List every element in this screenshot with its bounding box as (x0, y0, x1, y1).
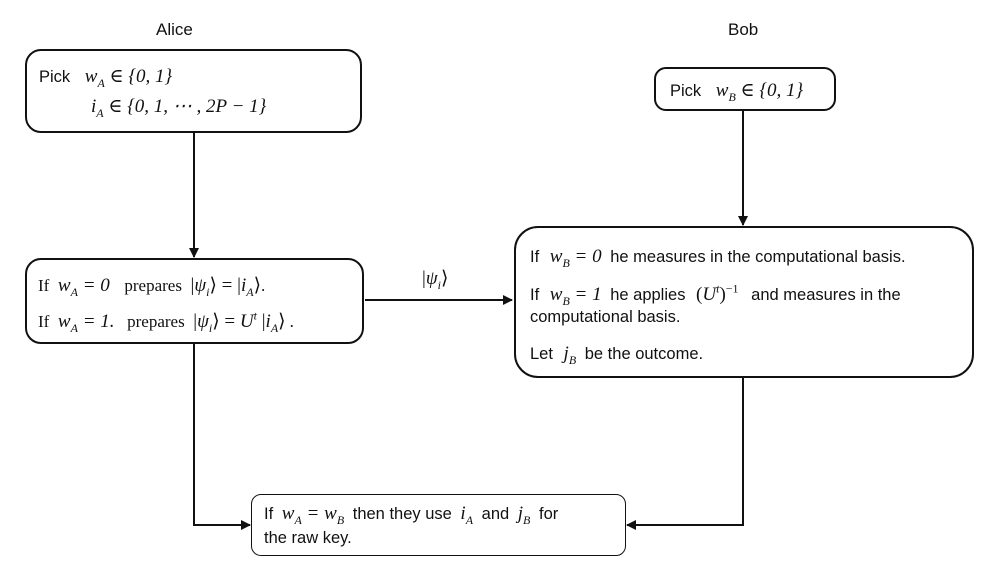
raw-key-text-a: then they use (352, 505, 452, 523)
bob-pick-label: Pick (670, 82, 702, 100)
bob-pick-wb-math: wB ∈ {0, 1} (715, 80, 804, 104)
alice-prepare-if-2: If (38, 312, 50, 331)
alice-prepare-line-1: If wA = 0 prepares |ψi⟩ = |iA⟩. (38, 274, 266, 299)
bob-pick-line-1: Pick wB ∈ {0, 1} (670, 79, 804, 104)
raw-key-text-2: the raw key. (264, 529, 352, 547)
alice-prepare-math-2: |ψi⟩ = Ut |iA⟩ (193, 308, 286, 335)
lane-title-alice: Alice (156, 20, 193, 39)
alice-prepare-if-1: If (38, 276, 50, 295)
bob-measure-box: If wB = 0 he measures in the computation… (514, 226, 974, 378)
bob-measure-text-1: he measures in the computational basis. (610, 248, 906, 266)
bob-measure-line-4: Let jB be the outcome. (530, 343, 704, 367)
arrow-prepare-to-raw-key (193, 343, 251, 530)
bob-measure-let: Let (530, 345, 553, 363)
alice-pick-line-2: iA ∈ {0, 1, ⋯ , 2P − 1} (91, 95, 267, 120)
raw-key-ia-math: iA (460, 503, 474, 527)
bob-measure-inverse-math: (Ut)−1 (696, 281, 739, 305)
raw-key-text-b: and (481, 505, 510, 523)
alice-pick-box: Pick wA ∈ {0, 1} iA ∈ {0, 1, ⋯ , 2P − 1} (25, 49, 362, 133)
bob-measure-jb-math: jB (563, 343, 577, 367)
raw-key-text-c: for (538, 505, 559, 523)
alice-prepare-box: If wA = 0 prepares |ψi⟩ = |iA⟩. If wA = … (25, 258, 364, 344)
raw-key-jb-math: jB (517, 503, 531, 527)
arrow-measure-to-raw-key (626, 377, 744, 530)
bob-measure-line-1: If wB = 0 he measures in the computation… (530, 246, 906, 270)
bob-measure-condition-1: wB = 0 (549, 246, 602, 270)
bob-measure-line-3: computational basis. (530, 308, 680, 327)
alice-prepare-line-2: If wA = 1. prepares |ψi⟩ = Ut |iA⟩. (38, 308, 294, 335)
channel-state-math: |ψi⟩ (422, 268, 449, 292)
raw-key-condition: wA = wB (281, 503, 345, 527)
alice-prepare-action-1: prepares (124, 276, 182, 295)
bob-measure-text-3: computational basis. (530, 308, 681, 326)
lane-title-bob: Bob (728, 20, 759, 39)
alice-pick-line-1: Pick wA ∈ {0, 1} (39, 65, 173, 90)
raw-key-box: If wA = wB then they use iA and jB for t… (251, 494, 626, 556)
channel-label: |ψi⟩ (422, 267, 449, 292)
alice-pick-ia-math: iA ∈ {0, 1, ⋯ , 2P − 1} (91, 96, 267, 120)
bob-measure-condition-2: wB = 1 (549, 284, 602, 308)
alice-prepare-math-1: |ψi⟩ = |iA⟩ (190, 275, 261, 299)
alice-prepare-period-1: . (261, 276, 266, 295)
bob-measure-text-4: be the outcome. (584, 345, 704, 363)
bob-measure-line-2: If wB = 1 he applies (Ut)−1 and measures… (530, 281, 901, 308)
alice-prepare-period-2: . (289, 312, 294, 331)
raw-key-line-1: If wA = wB then they use iA and jB for (264, 503, 559, 527)
bob-measure-text-2b: and measures in the (751, 286, 901, 304)
bob-measure-if-2: If (530, 286, 540, 304)
alice-prepare-condition-1: wA = 0 (57, 275, 110, 299)
raw-key-if: If (264, 505, 274, 523)
alice-pick-wa-math: wA ∈ {0, 1} (84, 66, 173, 90)
raw-key-line-2: the raw key. (264, 529, 352, 548)
alice-pick-label: Pick (39, 68, 71, 86)
alice-prepare-action-2: prepares (127, 312, 185, 331)
alice-prepare-condition-2: wA = 1. (57, 311, 115, 335)
bob-measure-if-1: If (530, 248, 540, 266)
bob-measure-text-2a: he applies (610, 286, 686, 304)
bob-pick-box: Pick wB ∈ {0, 1} (654, 67, 836, 111)
